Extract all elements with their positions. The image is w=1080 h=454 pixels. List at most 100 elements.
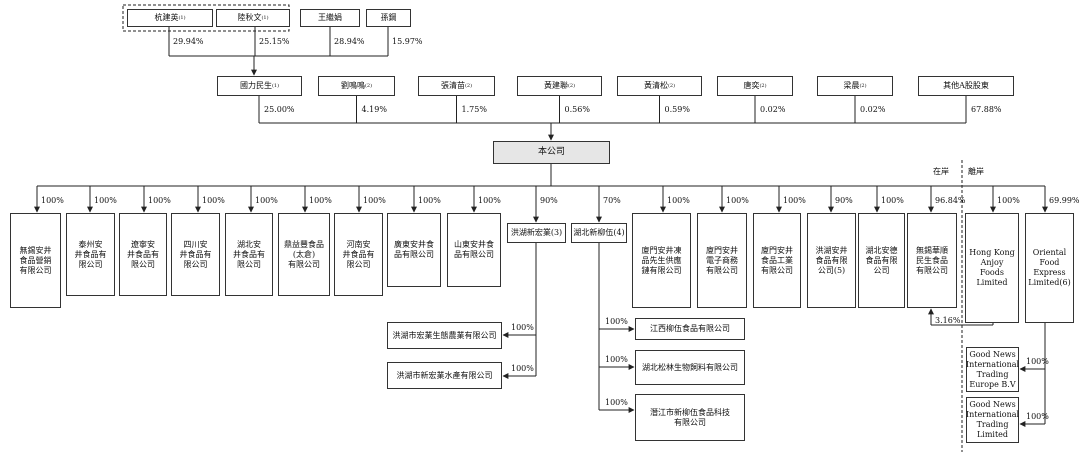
subsidiary-box-label: 泰州安 井食品有 限公司 [74,239,107,269]
subsidiary-box-label: 洪湖新宏業(3) [510,228,563,237]
top-shareholder-pct: 25.15% [259,37,290,46]
oriental-sub-pct: 100% [1026,357,1049,366]
shareholder-note: (2) [859,82,867,89]
oriental-sub-box-label: Good News International Trading Limited [965,400,1020,439]
oriental-sub-pct: 100% [1026,412,1049,421]
subsidiary-pct: 100% [478,196,501,205]
subsidiary-pct: 100% [783,196,806,205]
shareholder-pct: 1.75% [461,105,487,114]
liuwu-sub-box-label: 江西柳伍食品有限公司 [650,324,730,333]
shareholder-box: 張清苗(2) [418,76,495,96]
top-shareholder-pct: 15.97% [392,37,423,46]
shareholder-pct: 0.02% [860,105,886,114]
shareholder-note: (2) [464,82,473,89]
liuwu-sub-box-label: 潛江市新柳伍食品科技 有限公司 [650,407,730,427]
subsidiary-box-label: 洪湖安井 食品有限 公司(5) [815,245,848,275]
subsidiary-box: 湖北新柳伍(4) [571,223,627,243]
subsidiary-box: 無錫華順 民生食品 有限公司 [907,213,957,308]
shareholder-note: (2) [567,82,576,89]
subsidiary-box-label: 四川安 井食品有 限公司 [179,239,212,269]
subsidiary-pct: 69.99% [1049,196,1080,205]
hk-to-wuxi-pct: 3.16% [935,316,961,325]
subsidiary-pct: 100% [667,196,690,205]
top-shareholder-name: 王繼娟 [318,13,342,22]
subsidiary-pct: 100% [997,196,1020,205]
shareholder-box: 國力民生(1) [217,76,302,96]
subsidiary-box-label: 湖北新柳伍(4) [573,228,625,237]
shareholder-box: 劉鳴鳴(2) [318,76,395,96]
hongye-sub-pct: 100% [511,323,534,332]
subsidiary-box: 廈門安井 食品工業 有限公司 [753,213,801,308]
subsidiary-box: 廈門安井 電子商務 有限公司 [697,213,747,308]
shareholder-pct: 4.19% [361,105,387,114]
top-shareholder-name: 陸秋文 [237,13,262,22]
subsidiary-box-label: 湖北安 井食品有 限公司 [233,239,265,269]
shareholder-note: (2) [667,82,676,89]
top-shareholder-pct: 29.94% [173,37,204,46]
subsidiary-box: 無錫安井 食品營銷 有限公司 [10,213,61,308]
subsidiary-box-label: 河南安 井食品有 限公司 [342,239,375,269]
top-shareholder-name: 杭建英 [154,13,179,22]
oriental-sub-box: Good News International Trading Limited [966,397,1019,443]
liuwu-sub-pct: 100% [605,355,628,364]
shareholder-name: 其他A股股東 [943,81,989,90]
subsidiary-box: 鼎益豐食品 (太倉) 有限公司 [278,213,330,296]
top-shareholder-box: 王繼娟 [300,9,360,27]
subsidiary-pct: 100% [41,196,64,205]
subsidiary-pct: 100% [726,196,749,205]
shareholder-note: (2) [759,82,767,89]
top-shareholder-box: 陸秋文(1) [216,9,290,27]
shareholder-name: 黃清松 [643,81,668,90]
liuwu-sub-box: 潛江市新柳伍食品科技 有限公司 [635,394,745,441]
top-shareholder-pct: 28.94% [334,37,365,46]
subsidiary-pct: 100% [881,196,904,205]
shareholder-box: 梁晨(2) [817,76,893,96]
hongye-sub-box: 洪湖市宏業生態農業有限公司 [387,322,502,349]
liuwu-sub-box: 江西柳伍食品有限公司 [635,318,745,340]
subsidiary-box: Hong Kong Anjoy Foods Limited [965,213,1019,323]
liuwu-sub-box: 湖北松林生物飼料有限公司 [635,350,745,385]
oriental-sub-box-label: Good News International Trading Europe B… [965,349,1020,389]
subsidiary-box: 四川安 井食品有 限公司 [171,213,220,296]
top-shareholder-note: (1) [261,14,269,21]
company-box: 本公司 [493,141,610,164]
shareholder-note: (1) [271,82,280,89]
subsidiary-box-label: 廈門安井 電子商務 有限公司 [706,245,738,275]
shareholder-name: 劉鳴鳴 [340,81,365,90]
top-shareholder-name: 孫鋼 [380,13,397,22]
shareholder-name: 唐奕 [743,81,760,90]
subsidiary-box-label: 無錫安井 食品營銷 有限公司 [19,245,52,275]
shareholder-name: 張清苗 [440,81,465,90]
subsidiary-pct: 100% [418,196,441,205]
onshore-label: 在岸 [933,167,949,176]
subsidiary-box-label: 湖北安德 食品有限 公司 [865,245,898,275]
subsidiary-pct: 100% [148,196,171,205]
hongye-sub-box-label: 洪湖市新宏業水產有限公司 [396,370,493,380]
shareholder-box: 唐奕(2) [717,76,793,96]
subsidiary-pct: 100% [309,196,332,205]
subsidiary-box-label: Oriental Food Express Limited(6) [1028,248,1071,287]
shareholder-pct: 0.02% [760,105,786,114]
subsidiary-pct: 100% [363,196,386,205]
subsidiary-box: 泰州安 井食品有 限公司 [66,213,115,296]
subsidiary-box: 湖北安德 食品有限 公司 [858,213,905,308]
hongye-sub-box: 洪湖市新宏業水產有限公司 [387,362,502,389]
subsidiary-box: 湖北安 井食品有 限公司 [225,213,273,296]
shareholder-box: 黃建聯(2) [517,76,602,96]
subsidiary-pct: 90% [835,196,853,205]
subsidiary-box-label: Hong Kong Anjoy Foods Limited [969,248,1015,287]
subsidiary-box: 廈門安井凍 品先生供應 鏈有限公司 [632,213,691,308]
liuwu-sub-pct: 100% [605,398,628,407]
subsidiary-box-label: 無錫華順 民生食品 有限公司 [916,245,948,275]
liuwu-sub-box-label: 湖北松林生物飼料有限公司 [642,362,738,372]
top-shareholder-note: (1) [178,14,186,21]
subsidiary-pct: 96.84% [935,196,966,205]
subsidiary-box: 山東安井食 品有限公司 [447,213,501,287]
shareholder-note: (2) [364,82,373,89]
subsidiary-pct: 100% [202,196,225,205]
subsidiary-pct: 100% [255,196,278,205]
subsidiary-box-label: 廣東安井食 品有限公司 [394,240,434,259]
shareholder-pct: 0.59% [664,105,690,114]
top-shareholder-box: 杭建英(1) [127,9,213,27]
